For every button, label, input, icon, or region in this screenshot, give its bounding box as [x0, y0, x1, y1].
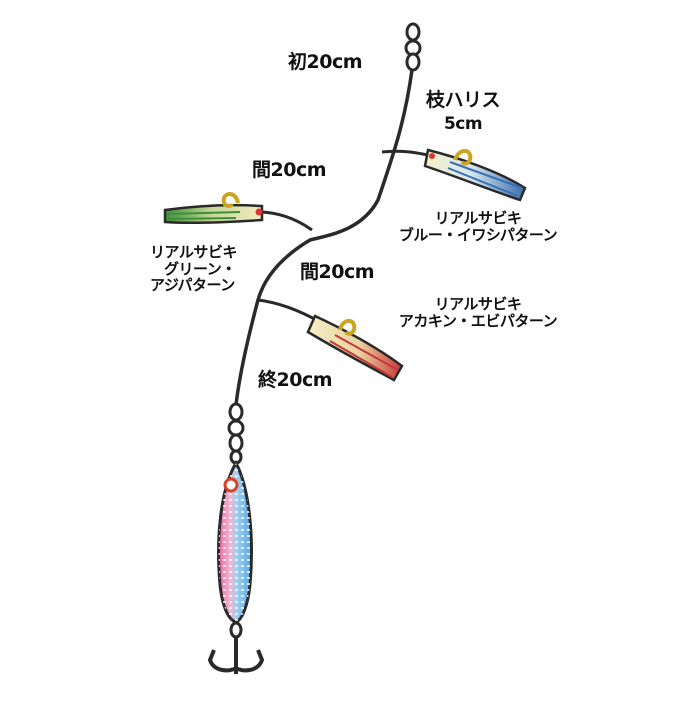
label-branch-line: 枝ハリス 5cm	[418, 90, 508, 134]
desc-lure-red: リアルサビキ アカキン・エビパターン	[378, 296, 578, 329]
lure-red	[306, 314, 404, 382]
desc-lure-green-line2: グリーン・	[164, 259, 236, 278]
branch-line-green	[257, 210, 313, 232]
treble-hook	[207, 621, 265, 674]
desc-lure-green-line3: アジパターン	[150, 276, 235, 294]
desc-lure-green-line1: リアルサビキ	[150, 243, 237, 261]
label-bottom-segment: 終20cm	[258, 369, 333, 391]
desc-lure-blue-line1: リアルサビキ	[434, 209, 522, 227]
bottom-swivel	[227, 402, 245, 465]
lure-green	[163, 192, 264, 225]
branch-line-blue	[381, 149, 433, 158]
desc-lure-green: リアルサビキ グリーン・ アジパターン	[150, 244, 260, 294]
lure-blue	[423, 148, 527, 202]
desc-lure-red-line1: リアルサビキ	[434, 295, 522, 313]
desc-lure-red-line2: アカキン・エビパターン	[398, 311, 558, 330]
label-mid-segment-2: 間20cm	[300, 261, 375, 283]
top-swivel	[404, 22, 422, 72]
desc-lure-blue-line2: ブルー・イワシパターン	[398, 225, 558, 244]
metal-jig	[217, 459, 253, 624]
branch-line-red	[257, 298, 321, 324]
desc-lure-blue: リアルサビキ ブルー・イワシパターン	[378, 210, 578, 243]
label-top-segment: 初20cm	[288, 51, 363, 73]
branch-line-length: 5cm	[443, 113, 483, 134]
label-mid-segment-1: 間20cm	[252, 159, 327, 181]
branch-line-title: 枝ハリス	[425, 89, 501, 111]
